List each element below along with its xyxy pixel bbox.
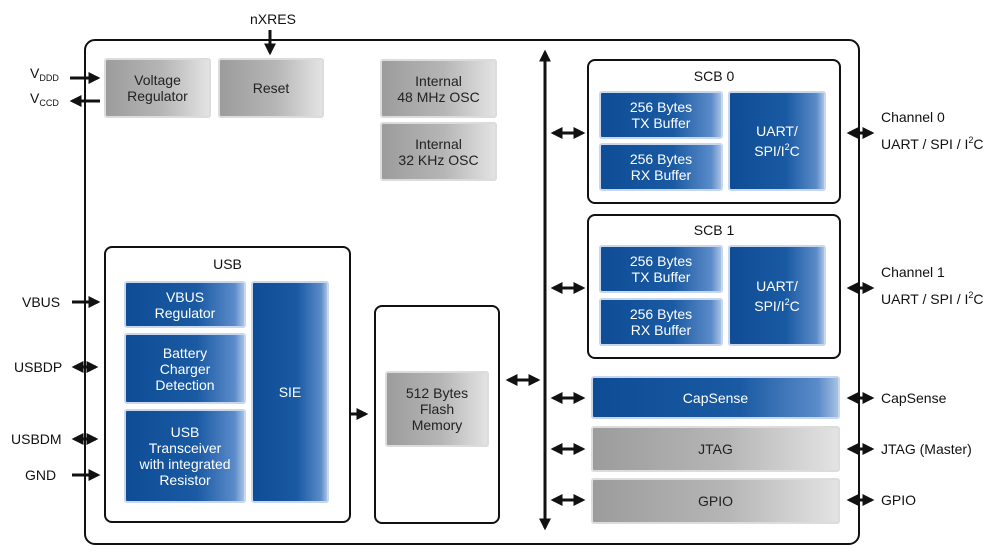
voltage-regulator-block: Voltage Regulator [104, 58, 211, 118]
channel0-line2: UART / SPI / I2C [881, 131, 984, 153]
flash-line2: Flash [419, 401, 455, 417]
vbus-regulator-block: VBUS Regulator [124, 281, 246, 328]
transceiver-line1: USB [170, 424, 200, 440]
vccd-main: V [30, 90, 40, 106]
channel1-line2b: C [973, 291, 984, 307]
scb1-rx-buffer-block: 256 Bytes RX Buffer [599, 298, 723, 346]
scb0-title: SCB 0 [693, 68, 735, 84]
vddd-main: V [30, 65, 40, 81]
capsense-label: CapSense [682, 389, 749, 406]
channel1-line1: Channel 1 [881, 264, 945, 280]
scb1-title: SCB 1 [693, 222, 735, 238]
nxres-label: nXRES [250, 11, 296, 27]
scb0-uart-sup: 2 [784, 142, 790, 152]
scb0-tx-line1: 256 Bytes [629, 99, 693, 115]
gpio-block: GPIO [591, 478, 840, 524]
scb0-rx-line1: 256 Bytes [629, 151, 693, 167]
channel1-label: Channel 1 UART / SPI / I2C [881, 263, 984, 308]
vbus-label: VBUS [22, 294, 61, 310]
transceiver-line4: Resistor [159, 472, 211, 488]
scb1-uart-line2a: SPI/I [754, 297, 785, 314]
scb0-rx-line2: RX Buffer [630, 167, 692, 183]
usb-transceiver-block: USB Transceiver with integrated Resistor [124, 409, 246, 503]
channel0-line2a: UART / SPI / I [881, 136, 969, 152]
battery-line2: Charger [159, 360, 211, 377]
scb0-uart-line2a: SPI/I [754, 143, 785, 159]
scb1-uart-line2b: C [789, 297, 800, 314]
scb0-tx-line2: TX Buffer [631, 115, 691, 131]
flash-line3: Memory [411, 417, 463, 433]
scb1-rx-line2: RX Buffer [630, 322, 692, 338]
scb1-uart-sup: 2 [784, 296, 790, 307]
channel0-sup: 2 [968, 135, 974, 145]
osc32-line2: 32 KHz OSC [398, 151, 479, 168]
sie-label: SIE [278, 384, 302, 400]
voltage-regulator-line2: Regulator [127, 88, 188, 104]
osc48-block: Internal 48 MHz OSC [380, 59, 497, 118]
scb1-tx-buffer-block: 256 Bytes TX Buffer [599, 245, 723, 293]
battery-line3: Detection [155, 376, 215, 393]
scb1-tx-line2: TX Buffer [631, 269, 691, 285]
osc48-line1: Internal [415, 72, 462, 89]
channel1-sup: 2 [968, 290, 974, 300]
scb0-rx-buffer-block: 256 Bytes RX Buffer [599, 143, 723, 191]
scb1-tx-line1: 256 Bytes [629, 253, 693, 269]
reset-label: Reset [252, 80, 290, 96]
gnd-label: GND [25, 467, 57, 483]
scb1-rx-line1: 256 Bytes [629, 306, 693, 322]
scb0-uart-line2: SPI/I2C [754, 139, 800, 159]
osc32-block: Internal 32 KHz OSC [380, 122, 497, 181]
battery-line1: Battery [162, 344, 208, 361]
vccd-label: VCCD [30, 89, 59, 112]
vddd-sub: DDD [39, 73, 59, 83]
scb0-uart-line1: UART/ [756, 123, 798, 139]
channel1-line2: UART / SPI / I2C [881, 286, 984, 308]
usbdp-label: USBDP [14, 359, 63, 375]
vddd-label: VDDD [30, 64, 59, 87]
scb1-uart-line1: UART/ [756, 277, 798, 294]
osc48-line2: 48 MHz OSC [397, 88, 480, 105]
transceiver-line3: with integrated [139, 456, 231, 472]
jtag-label: JTAG [698, 441, 733, 457]
sie-block: SIE [251, 281, 329, 503]
scb0-uart-line2b: C [789, 143, 800, 159]
scb1-uart-block: UART/ SPI/I2C [728, 245, 826, 346]
jtag-ext-label: JTAG (Master) [881, 441, 972, 457]
vbus-regulator-line2: Regulator [154, 304, 216, 321]
transceiver-line2: Transceiver [148, 440, 222, 456]
channel1-line2a: UART / SPI / I [881, 291, 969, 307]
channel0-line1: Channel 0 [881, 109, 945, 125]
scb0-tx-buffer-block: 256 Bytes TX Buffer [599, 91, 723, 139]
channel0-label: Channel 0 UART / SPI / I2C [881, 108, 984, 153]
reset-block: Reset [218, 58, 324, 118]
osc32-line1: Internal [415, 135, 462, 152]
vccd-sub: CCD [39, 98, 59, 108]
gpio-ext-label: GPIO [881, 492, 917, 508]
scb1-uart-line2: SPI/I2C [754, 294, 800, 314]
battery-charger-block: Battery Charger Detection [124, 333, 246, 404]
capsense-ext-label: CapSense [881, 390, 947, 406]
scb0-uart-block: UART/ SPI/I2C [728, 91, 826, 191]
voltage-regulator-line1: Voltage [134, 72, 181, 88]
capsense-block: CapSense [591, 376, 840, 419]
flash-memory-block: 512 Bytes Flash Memory [385, 371, 489, 447]
flash-line1: 512 Bytes [405, 385, 469, 401]
gpio-label: GPIO [697, 493, 733, 509]
channel0-line2b: C [973, 136, 984, 152]
jtag-block: JTAG [591, 426, 840, 472]
usb-title: USB [213, 256, 242, 272]
usbdm-label: USBDM [11, 431, 62, 447]
vbus-regulator-line1: VBUS [165, 288, 205, 305]
